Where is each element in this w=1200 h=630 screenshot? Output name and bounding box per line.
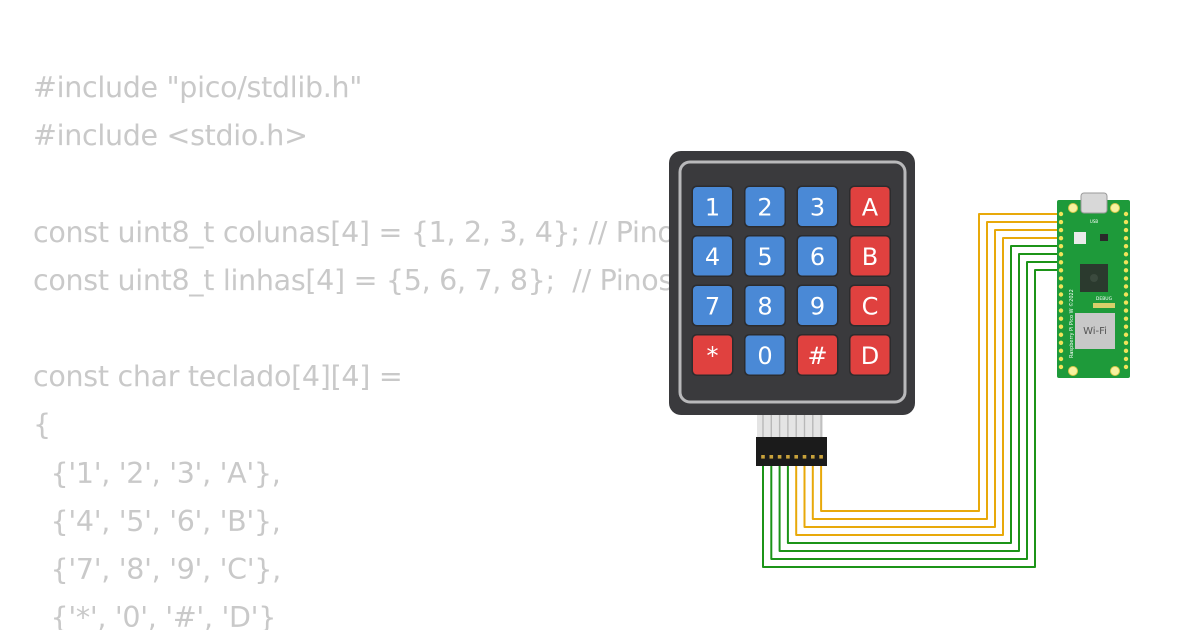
code-line: #include <stdio.h> [33,119,308,153]
keypad-key[interactable]: 2 [744,185,786,228]
key-cap [745,335,785,375]
keypad-key[interactable]: 5 [744,235,786,277]
keypad-key[interactable]: 4 [691,235,734,277]
wires [762,213,1061,568]
wire [811,221,1061,520]
code-line: {'7', '8', '9', 'C'}, [33,552,282,586]
key-label: 7 [705,293,720,321]
code-line: const char teclado[4][4] = [33,360,403,394]
wire [820,213,1061,512]
key-cap [798,335,837,375]
keypad-key[interactable]: B [849,235,891,277]
keypad-keys[interactable]: 1 2 3 A 4 5 6 B 7 8 9 C * 0 # D [691,185,892,377]
keypad-key[interactable]: * [691,334,734,376]
key-label: D [861,342,879,370]
debug-label: DEBUG [1096,296,1113,302]
wire [762,269,1061,568]
key-cap [798,236,837,276]
bootsel-button [1074,232,1086,244]
key-label: B [862,243,878,271]
key-cap [745,236,785,276]
keypad-key[interactable]: 3 [796,185,839,228]
keypad-key[interactable]: 0 [744,334,786,376]
key-cap [850,335,890,375]
raspberry-pi-pico-w[interactable]: USB DEBUG Wi-Fi Raspberry Pi Pico W ©202… [1057,192,1130,378]
key-cap [693,187,732,226]
key-label: 1 [705,194,720,222]
keypad-key[interactable]: 6 [796,235,839,277]
wire [795,237,1061,536]
keypad-key[interactable]: D [849,334,891,376]
key-label: 0 [757,342,772,370]
key-label: * [707,342,719,370]
usb-label: USB [1090,219,1098,224]
led-chip [1100,234,1108,241]
key-cap [798,286,837,325]
code-line: const uint8_t linhas[4] = {5, 6, 7, 8}; … [33,263,673,297]
key-label: 2 [757,194,772,222]
wire [786,245,1061,544]
key-cap [693,335,732,375]
key-label: 4 [705,243,720,271]
wifi-label: Wi-Fi [1083,326,1107,337]
mount-hole [1068,203,1078,213]
mount-hole [1110,366,1120,376]
keypad-ribbon [756,415,827,466]
key-label: A [862,194,879,222]
key-label: 9 [810,293,825,321]
code-line: {'1', '2', '3', 'A'}, [33,456,281,490]
key-cap [850,286,890,325]
key-cap [850,236,890,276]
key-cap [798,187,837,226]
usb-connector [1080,192,1108,214]
keypad-key[interactable]: 8 [744,284,786,327]
key-label: 3 [810,194,825,222]
wire [770,261,1061,560]
keypad-key[interactable]: 1 [691,185,734,228]
key-cap [745,187,785,226]
membrane-keypad[interactable]: 1 2 3 A 4 5 6 B 7 8 9 C * 0 # D [669,151,915,466]
code-line: {'*', '0', '#', 'D'} [33,601,277,630]
key-label: 6 [810,243,825,271]
wire [803,229,1061,528]
rp2040-mark [1090,274,1098,282]
key-label: # [807,342,827,370]
keypad-key[interactable]: 7 [691,284,734,327]
keypad-key[interactable]: 9 [796,284,839,327]
wire [778,253,1061,552]
key-label: 8 [757,293,772,321]
key-cap [693,236,732,276]
key-cap [850,187,890,226]
key-label: 5 [757,243,772,271]
mount-hole [1068,366,1078,376]
code-line: { [33,408,51,442]
pico-pads [1058,211,1129,370]
key-cap [745,286,785,325]
silkscreen-label: Raspberry Pi Pico W ©2022 [1068,289,1075,358]
keypad-border [678,160,907,404]
keypad-key[interactable]: C [849,284,891,327]
key-label: C [862,293,879,321]
debug-pads [1093,303,1115,308]
mount-hole [1110,203,1120,213]
keypad-key[interactable]: A [849,185,891,228]
code-line: #include "pico/stdlib.h" [33,71,363,104]
keypad-key[interactable]: # [796,334,839,376]
key-cap [693,286,732,325]
wifi-module [1075,313,1115,349]
code-line: {'4', '5', '6', 'B'}, [33,504,281,538]
